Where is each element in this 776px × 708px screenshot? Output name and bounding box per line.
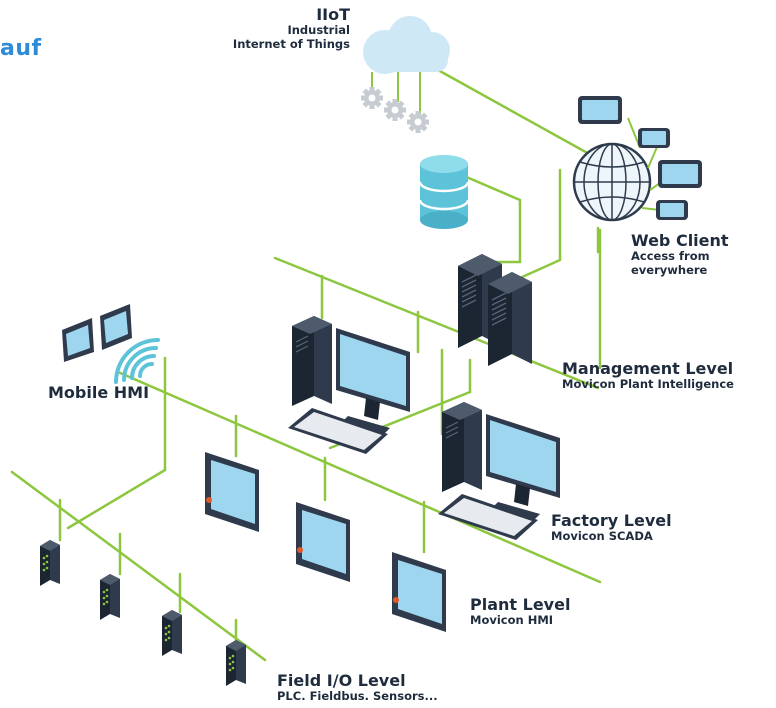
globe-icon [572, 142, 652, 222]
hmi-panel-icon [392, 552, 446, 632]
network-lines [10, 58, 602, 662]
brand-logo: auf [0, 36, 42, 61]
smartphone-icon [656, 200, 688, 220]
iiot-line1: Industrial [287, 23, 350, 38]
desktop-computer-icon [287, 315, 411, 455]
gear-icon [384, 99, 406, 121]
plc-module-icon [100, 574, 120, 620]
tablet-icon [658, 160, 702, 188]
plant-level-title: Plant Level [470, 595, 571, 614]
plant-level-subtitle: Movicon HMI [470, 613, 554, 628]
web-client-label: Web Client Access from everywhere [631, 231, 729, 277]
database-icon [418, 155, 470, 229]
factory-level-subtitle: Movicon SCADA [551, 529, 653, 544]
cloud-icon [363, 16, 450, 74]
mobile-hmi-title: Mobile HMI [48, 383, 150, 402]
web-client-title: Web Client [631, 231, 729, 250]
factory-level-title: Factory Level [551, 511, 672, 530]
field-io-level-subtitle: PLC. Fieldbus. Sensors... [277, 689, 438, 704]
hmi-panel-icon [296, 502, 350, 582]
hmi-panel-icon [205, 452, 259, 532]
management-level-label: Management Level Movicon Plant Intellige… [562, 359, 734, 392]
field-io-level-label: Field I/O Level PLC. Fieldbus. Sensors..… [277, 671, 438, 704]
iiot-line2: Internet of Things [232, 36, 350, 51]
field-io-level-title: Field I/O Level [277, 671, 406, 690]
plant-level-label: Plant Level Movicon HMI [470, 595, 571, 628]
management-level-title: Management Level [562, 359, 734, 378]
factory-level-label: Factory Level Movicon SCADA [551, 511, 672, 544]
plc-module-icon [40, 540, 60, 586]
mobile-hmi-label: Mobile HMI [48, 383, 150, 402]
server-icon [487, 271, 533, 367]
gear-icon [407, 111, 429, 133]
desktop-computer-icon [437, 401, 561, 541]
plc-module-icon [162, 610, 182, 656]
web-client-line1: Access from [631, 249, 710, 264]
gear-icon [361, 87, 383, 109]
wifi-icon [114, 338, 160, 384]
plc-module-icon [226, 640, 246, 686]
smartphone-icon [638, 128, 670, 148]
management-level-subtitle: Movicon Plant Intelligence [562, 377, 734, 392]
web-client-line2: everywhere [631, 262, 708, 277]
tablet-icon [578, 96, 622, 124]
mobile-hmi-devices [62, 304, 132, 362]
iiot-title: IIoT [316, 5, 350, 24]
iiot-label: IIoT Industrial Internet of Things [212, 5, 350, 51]
